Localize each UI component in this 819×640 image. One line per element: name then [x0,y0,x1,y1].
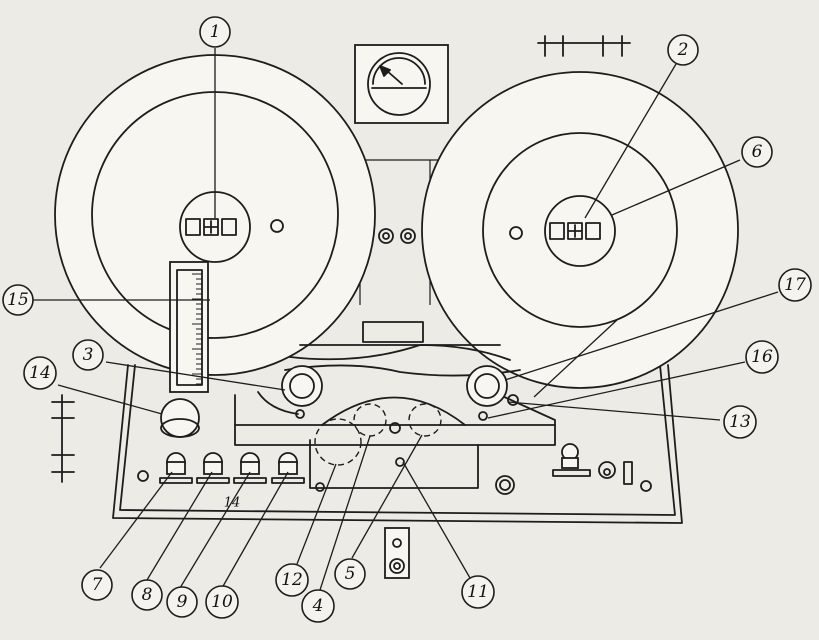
callout-3: 3 [72,339,104,371]
right-panel-controls [495,443,652,495]
left-knob [160,398,200,438]
callout-14-text: 14 [29,363,51,383]
callout-11-text: 11 [467,582,489,602]
left-reel-hub-icon [185,218,237,236]
leader-lines [32,48,779,591]
callout-8-text: 8 [142,585,153,605]
callout-4-text: 4 [312,596,324,616]
callout-9-text: 9 [177,592,188,612]
right-reel-hub-icon [549,222,601,240]
callout-17: 17 [778,268,812,302]
tape-scale [169,261,209,393]
callout-15-text: 15 [7,290,29,310]
push-buttons: 14 [137,452,325,511]
callout-16: 16 [745,340,779,374]
callout-6-text: 6 [752,142,763,162]
right-guide-roller [466,365,519,421]
callout-7-text: 7 [92,575,103,595]
callout-16-text: 16 [751,347,773,367]
side-plug [384,527,410,579]
callout-2: 2 [667,34,699,66]
callout-10: 10 [205,585,239,619]
right-reel [421,71,739,389]
callout-12-text: 12 [281,570,303,590]
callout-15: 15 [2,284,34,316]
level-meter [354,44,449,124]
side-rack-accessory [51,394,75,483]
callout-13: 13 [723,405,757,439]
callout-13-text: 13 [729,412,751,432]
callout-4: 4 [301,589,335,623]
twin-jacks [378,228,416,244]
callout-2-text: 2 [677,40,689,60]
callout-12: 12 [275,563,309,597]
callout-17-text: 17 [784,275,806,295]
callout-1: 1 [199,16,231,48]
callout-3-text: 3 [83,345,94,365]
comb-accessory [537,35,631,57]
callout-9: 9 [166,586,198,618]
callout-5: 5 [334,558,366,590]
callout-7: 7 [81,569,113,601]
tape-path-plate [234,394,556,489]
callout-11: 11 [461,575,495,609]
callout-8: 8 [131,579,163,611]
left-guide-roller [257,365,323,419]
tape-heads [314,403,442,467]
callout-14: 14 [23,356,57,390]
callout-6: 6 [741,136,773,168]
callout-1-text: 1 [210,22,221,42]
callout-10-text: 10 [211,592,233,612]
callout-5-text: 5 [345,564,356,584]
